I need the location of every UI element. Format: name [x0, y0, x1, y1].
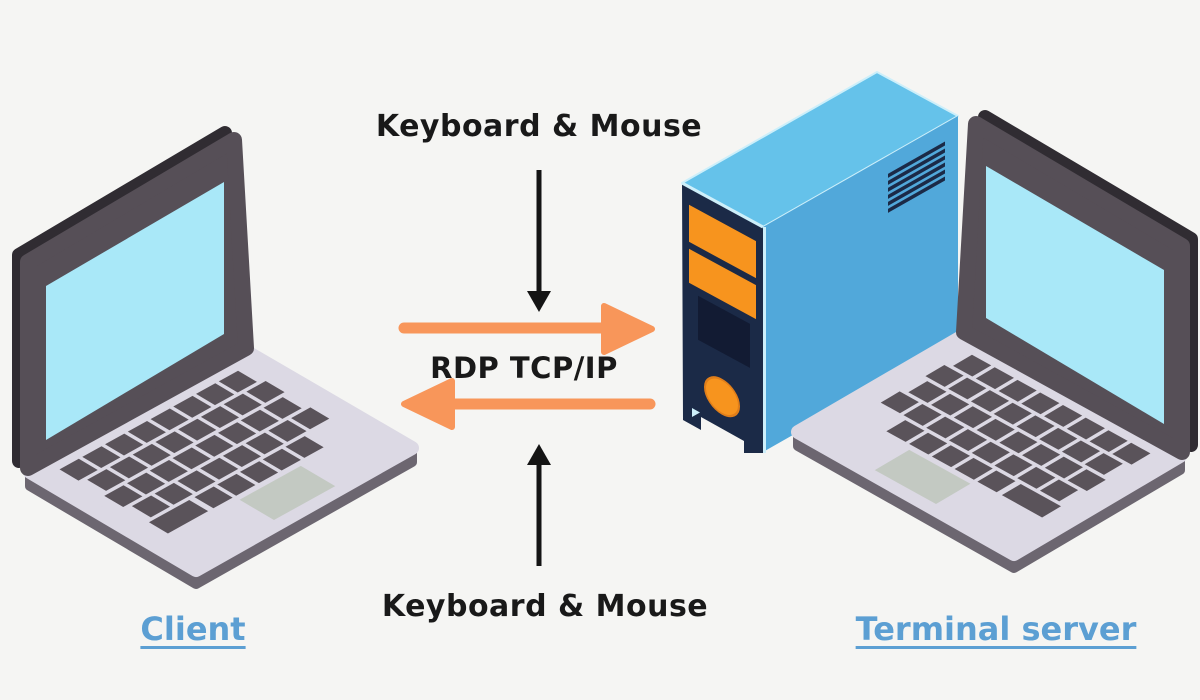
server-tower-icon	[681, 71, 959, 453]
keyboard-mouse-top-label: Keyboard & Mouse	[375, 109, 703, 144]
power-button-icon	[704, 376, 740, 418]
tower-vent-icon	[888, 141, 945, 213]
keyboard-mouse-bottom-label: Keyboard & Mouse	[381, 589, 709, 624]
terminal-server-illustration	[681, 71, 1191, 568]
rdp-arrows	[398, 303, 656, 430]
rdp-request-arrow-icon	[398, 303, 655, 355]
rdp-response-arrow-icon	[401, 378, 656, 430]
client-laptop-icon	[19, 133, 412, 584]
client-laptop-illustration	[19, 133, 412, 584]
drive-bay-icon	[689, 204, 756, 279]
tower-front-details	[689, 204, 756, 418]
tower-foot-notch	[692, 408, 700, 417]
keyboard-mouse-arrows	[527, 170, 551, 566]
client-label: Client	[140, 610, 246, 648]
arrow-up-icon	[527, 444, 551, 566]
front-vent-icon	[698, 295, 750, 368]
arrow-down-icon	[527, 170, 551, 312]
tower-trim	[681, 181, 764, 229]
rdp-protocol-label: RDP TCP/IP	[430, 351, 618, 385]
terminal-server-label: Terminal server	[855, 610, 1137, 648]
drive-bay-icon	[689, 248, 756, 320]
